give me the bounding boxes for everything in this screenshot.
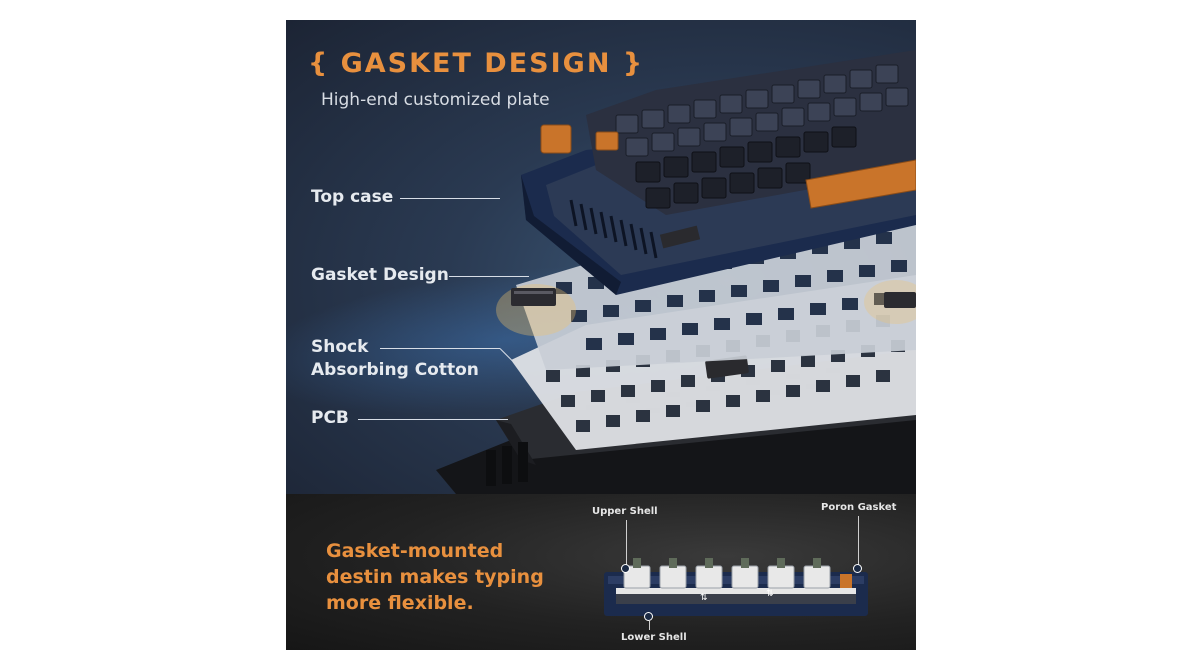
leader-upper-shell (626, 520, 627, 566)
keycaps-layer (540, 50, 916, 215)
tagline-line1: Gasket-mounted (326, 540, 504, 562)
tagline-line3: more flexible. (326, 592, 474, 614)
cross-section-section: Gasket-mounted destin makes typing more … (286, 494, 916, 650)
marker-poron-gasket (853, 564, 862, 573)
leader-poron-gasket (858, 516, 859, 566)
gasket-plate-layer (496, 218, 916, 370)
leader-pcb (358, 419, 508, 420)
leader-shock-cotton (380, 348, 500, 349)
label-shock-line1: Shock (311, 337, 369, 357)
label-poron-gasket: Poron Gasket (821, 502, 897, 513)
marker-lower-shell (644, 612, 653, 621)
svg-text:⇅: ⇅ (700, 593, 708, 603)
label-shock-line2: Absorbing Cotton (311, 360, 479, 380)
cross-section-diagram: ⇅ ⇅ (604, 558, 868, 616)
page-subtitle: High-end customized plate (321, 90, 550, 110)
label-lower-shell: Lower Shell (621, 632, 687, 643)
svg-text:⇅: ⇅ (766, 589, 774, 599)
leader-gasket-design (449, 276, 529, 277)
keyboard-exploded-illustration (436, 50, 916, 494)
tagline-line2: destin makes typing (326, 566, 544, 588)
product-infographic: { GASKET DESIGN } High-end customized pl… (286, 20, 916, 650)
marker-upper-shell (621, 564, 630, 573)
label-pcb: PCB (311, 408, 349, 428)
label-upper-shell: Upper Shell (592, 506, 658, 517)
label-top-case: Top case (311, 187, 394, 207)
page-title: { GASKET DESIGN } (308, 48, 645, 79)
tagline: Gasket-mounted destin makes typing more … (326, 538, 544, 616)
exploded-view-section: { GASKET DESIGN } High-end customized pl… (286, 20, 916, 494)
leader-top-case (400, 198, 500, 199)
label-gasket-design: Gasket Design (311, 265, 449, 285)
leader-lower-shell (649, 620, 650, 630)
